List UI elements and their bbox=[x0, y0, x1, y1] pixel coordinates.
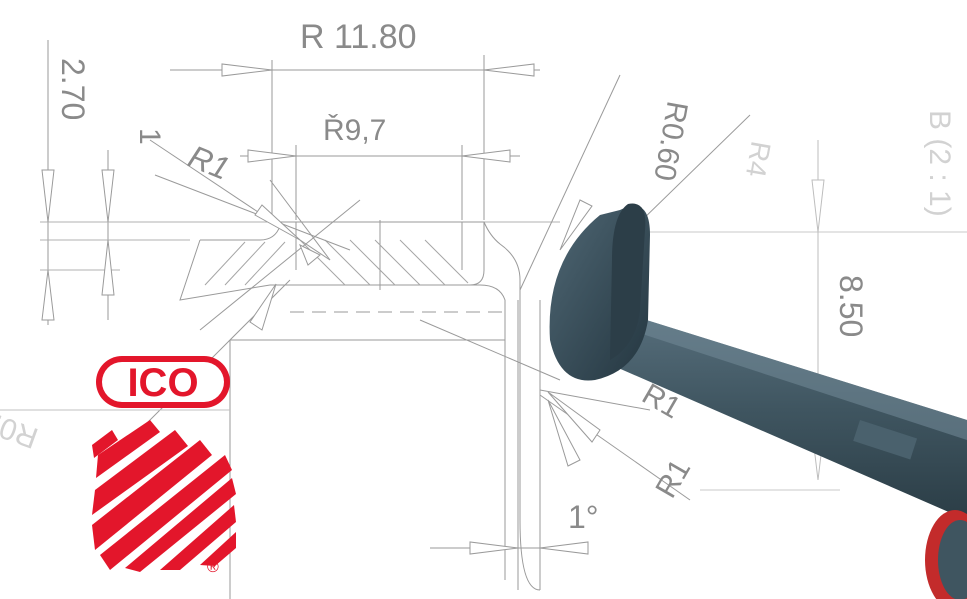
dim-r1180: R 11.80 bbox=[300, 18, 417, 56]
dim-1deg: 1° bbox=[568, 499, 599, 535]
dim-270: 2.70 bbox=[55, 58, 91, 120]
product-image bbox=[549, 203, 967, 599]
dim-r060: R0.60 bbox=[647, 99, 693, 184]
technical-drawing bbox=[0, 40, 967, 599]
dim-850: 8.50 bbox=[833, 275, 869, 337]
dim-r1-lower: R1 bbox=[649, 454, 697, 504]
dim-r1-top: R1 bbox=[183, 138, 234, 187]
registered-mark: ® bbox=[207, 559, 219, 576]
dim-r97: Ř9,7 bbox=[323, 114, 386, 147]
drawing-labels: R 11.80 Ř9,7 2.70 1 R1 R0.60 R4 B (2 : 1… bbox=[0, 18, 956, 535]
dim-b21: B (2 : 1) bbox=[923, 110, 956, 217]
logo-scribble-mark bbox=[92, 420, 236, 572]
logo-text: ICO bbox=[127, 361, 198, 405]
dim-1: 1 bbox=[133, 128, 166, 145]
ico-logo: ICO ® bbox=[92, 356, 236, 576]
dim-r4: R4 bbox=[740, 139, 777, 180]
